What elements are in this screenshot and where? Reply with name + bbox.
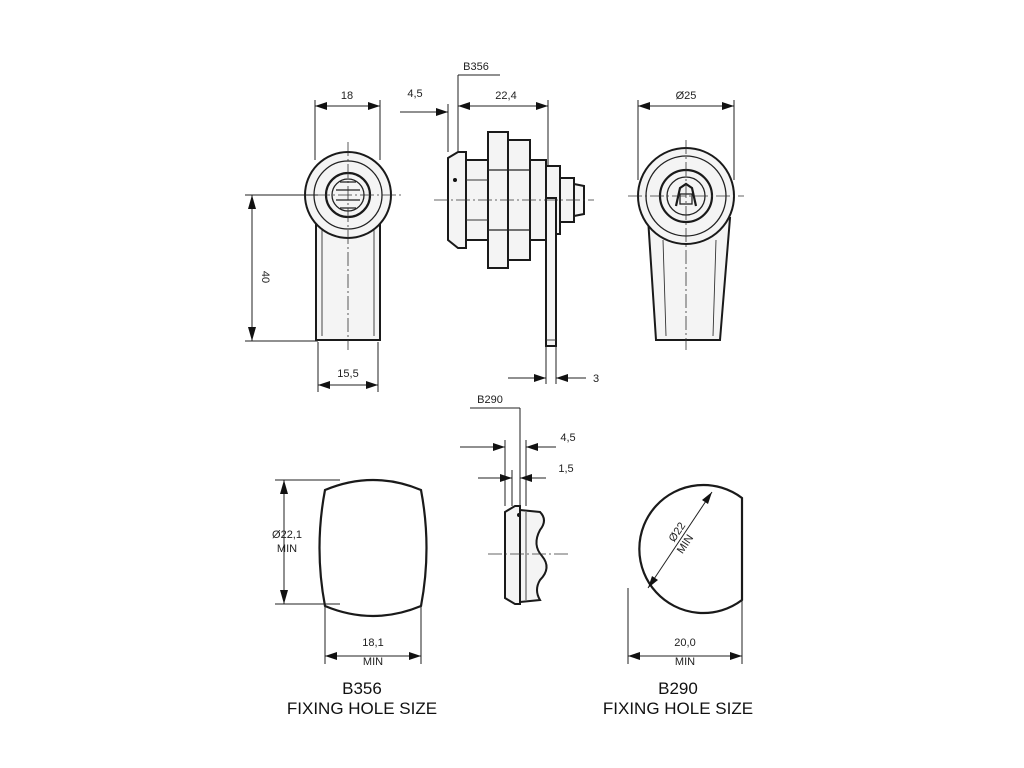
fixing-hole-b356: Ø22,1 MIN 18,1 MIN B356 FIXING HOLE SIZE [272,478,437,718]
caption-hole1-model: B356 [342,679,382,698]
dim-small-a: 4,5 [560,432,575,444]
dim-side-length: 22,4 [495,90,516,102]
side-view: 4,5 B356 22,4 3 [400,61,599,385]
dim-front-bottom-width: 15,5 [337,368,358,380]
dim-hole1-width: 18,1 [362,637,383,649]
dim-side-flange: 4,5 [407,88,422,100]
dim-hole1-width-min: MIN [363,656,383,668]
dim-hole2-width-min: MIN [675,656,695,668]
caption-hole1-label: FIXING HOLE SIZE [287,699,437,718]
dim-hole2-width: 20,0 [674,637,695,649]
dim-small-b: 1,5 [558,463,573,475]
fixing-hole-b290: Ø22 MIN 20,0 MIN B290 FIXING HOLE SIZE [603,483,753,718]
front-view: 18 40 15,5 [245,90,402,392]
dim-side-cam: 3 [593,373,599,385]
dim-back-diameter: Ø25 [676,90,697,102]
dim-side-model: B356 [463,61,489,73]
dim-hole1-dia-min: MIN [277,543,297,555]
caption-hole2-model: B290 [658,679,698,698]
dim-hole1-dia: Ø22,1 [272,529,302,541]
dim-front-width: 18 [341,90,353,102]
dim-small-model: B290 [477,394,503,406]
back-view: Ø25 [628,90,744,350]
small-side-view: B290 4,5 1,5 [460,394,576,605]
dim-front-height: 40 [259,271,271,283]
caption-hole2-label: FIXING HOLE SIZE [603,699,753,718]
